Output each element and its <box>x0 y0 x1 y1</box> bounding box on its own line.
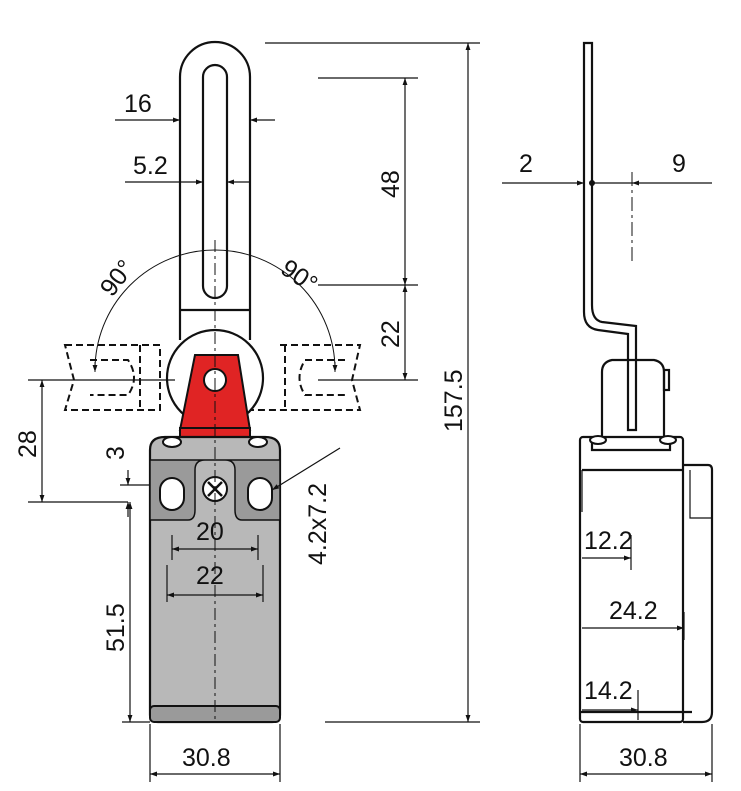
dim-label-14-2: 14.2 <box>584 677 633 705</box>
dim-label-157-5: 157.5 <box>440 369 468 432</box>
dim-label-16: 16 <box>124 90 152 118</box>
dim-label-22: 22 <box>377 320 405 348</box>
dim-gap: 3 <box>102 446 150 517</box>
dim-hole-spacing-22: 22 <box>166 562 264 602</box>
dim-hole-size: 4.2x7.2 <box>271 447 341 565</box>
front-view: 16 5.2 48 22 157.5 <box>14 40 480 782</box>
dim-lever-width: 16 <box>115 90 275 123</box>
dim-label-5-2: 5.2 <box>133 152 168 180</box>
dim-label-22-holes: 22 <box>196 562 224 590</box>
dim-label-48: 48 <box>377 170 405 198</box>
angle-label-left: 90° <box>95 255 140 302</box>
dim-body-height: 51.5 <box>102 502 150 723</box>
dim-label-24-2: 24.2 <box>609 597 658 625</box>
dim-label-51-5: 51.5 <box>102 603 130 652</box>
side-lever <box>582 41 638 432</box>
dim-side-12-2: 12.2 <box>582 527 633 570</box>
dim-label-2: 2 <box>519 150 533 178</box>
dim-pivot-height: 28 <box>14 379 175 503</box>
dim-label-20: 20 <box>196 518 224 546</box>
dim-side-width: 30.8 <box>579 724 713 782</box>
dim-side-14-2: 14.2 <box>582 677 639 720</box>
dim-label-28: 28 <box>14 430 42 458</box>
dim-overall-height: 157.5 <box>265 42 480 723</box>
dim-hole-spacing-20: 20 <box>171 518 259 560</box>
dim-slot-length: 48 22 <box>318 77 418 381</box>
angle-label-right: 90° <box>276 254 323 299</box>
dim-label-30-8-side: 30.8 <box>619 744 668 772</box>
dim-label-30-8-front: 30.8 <box>182 744 231 772</box>
dim-label-4-2x7-2: 4.2x7.2 <box>304 483 332 565</box>
side-view: 2 9 12.2 24.2 14.2 30.8 <box>502 41 714 782</box>
dim-body-width: 30.8 <box>149 724 281 782</box>
dim-label-9: 9 <box>672 150 686 178</box>
dim-label-3: 3 <box>102 446 130 460</box>
dim-slot-width: 5.2 <box>125 152 250 185</box>
dim-label-12-2: 12.2 <box>584 527 633 555</box>
dim-side-24-2: 24.2 <box>582 597 685 640</box>
dim-side-lever: 2 9 <box>502 150 712 186</box>
